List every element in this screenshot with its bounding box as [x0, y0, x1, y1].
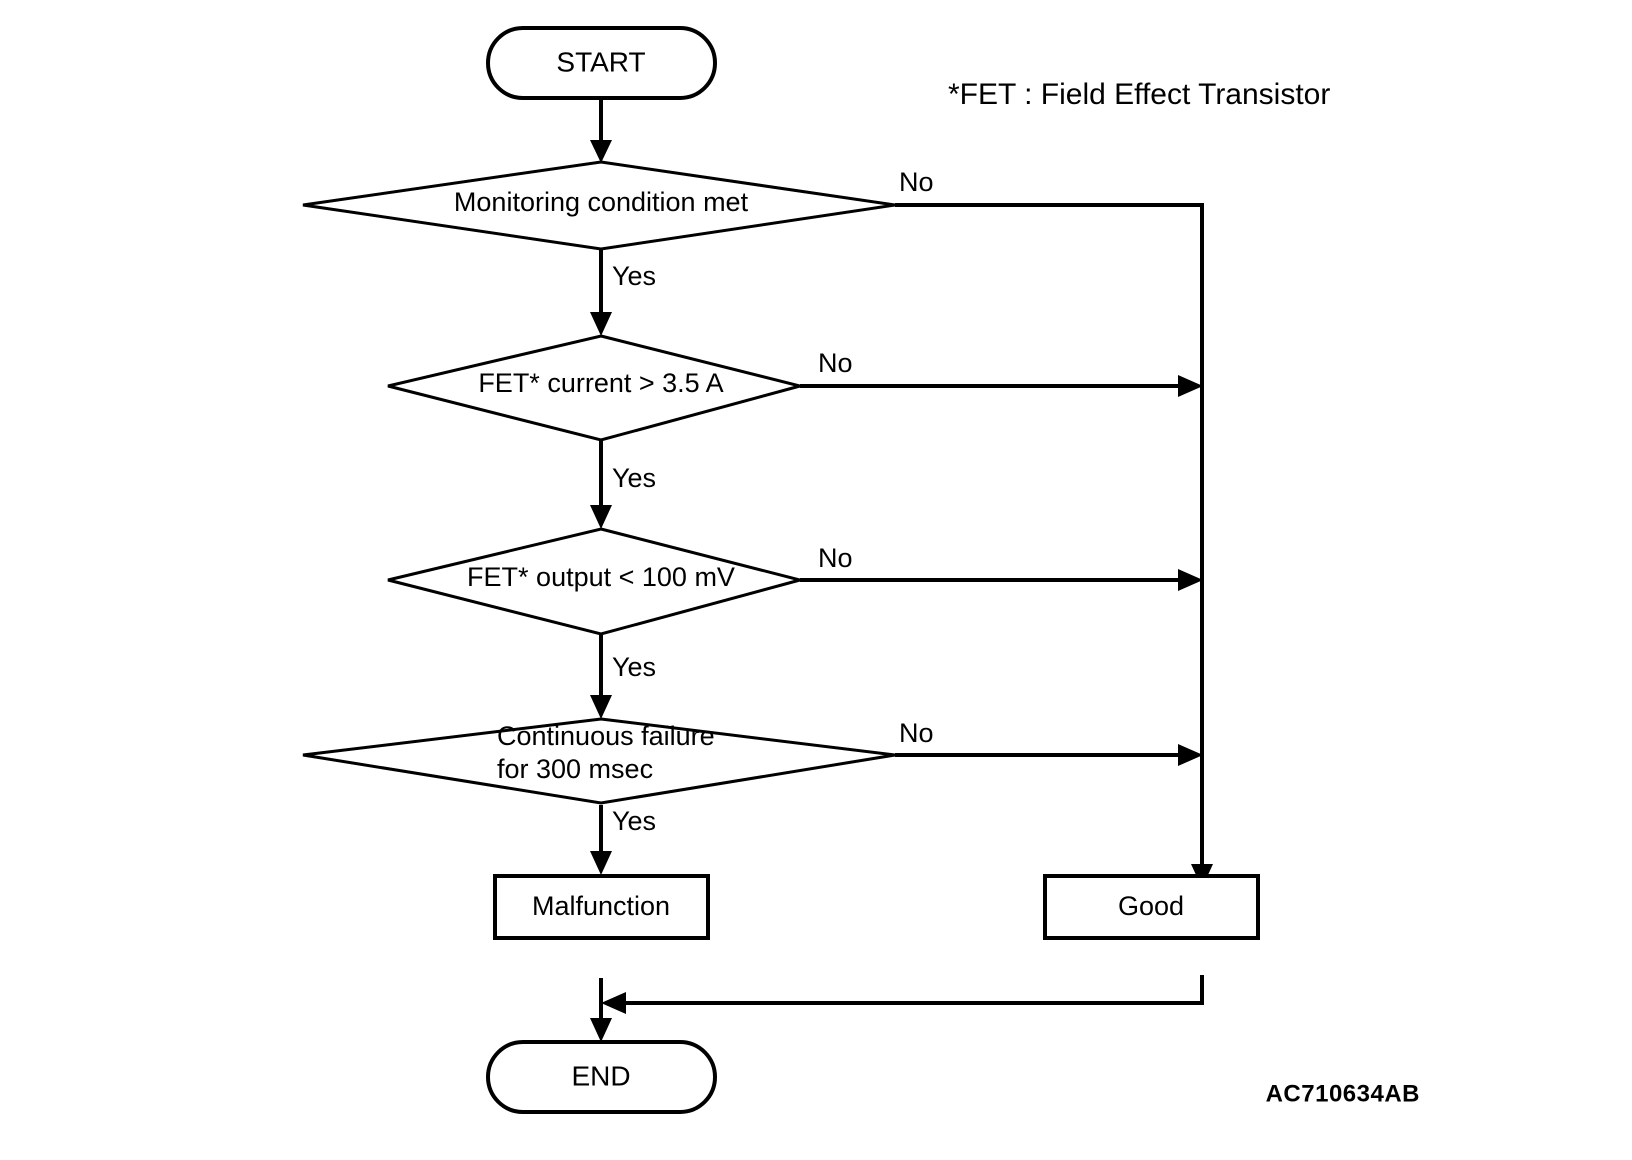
node-decision3-label: FET* output < 100 mV [467, 562, 735, 592]
node-decision4-label-line2: for 300 msec [497, 754, 653, 784]
edge-decision3-no-to-trunk [800, 569, 1203, 591]
edge-good-to-end-trunk [601, 975, 1204, 1014]
edge-decision2-no-to-trunk [800, 375, 1203, 397]
node-decision-monitoring-condition[interactable]: Monitoring condition met [302, 160, 896, 251]
node-malfunction-label: Malfunction [532, 891, 670, 921]
edge-decision1-no-to-good [895, 203, 1213, 888]
node-decision1-label: Monitoring condition met [454, 187, 749, 217]
edge-decision4-no-to-trunk [895, 744, 1203, 766]
node-decision4-label-line1: Continuous failure [497, 721, 715, 751]
node-decision-continuous-failure[interactable]: Continuous failure for 300 msec [302, 717, 896, 805]
edge-label-no-4: No [899, 718, 934, 748]
edge-label-yes-3: Yes [612, 652, 656, 682]
node-good-label: Good [1118, 891, 1184, 921]
figure-code-label: AC710634AB [1266, 1080, 1420, 1107]
node-end-label: END [571, 1060, 630, 1091]
node-decision2-label: FET* current > 3.5 A [478, 368, 723, 398]
edge-label-yes-2: Yes [612, 463, 656, 493]
node-decision-fet-current[interactable]: FET* current > 3.5 A [387, 334, 806, 442]
edge-label-yes-4: Yes [612, 806, 656, 836]
node-start-label: START [556, 46, 645, 77]
edge-start-to-decision1 [590, 98, 612, 163]
node-end[interactable]: END [486, 1040, 717, 1114]
node-good[interactable]: Good [1043, 874, 1260, 940]
node-malfunction[interactable]: Malfunction [493, 874, 710, 940]
edge-label-no-3: No [818, 543, 853, 573]
edge-decision2-yes-to-decision3 [590, 441, 612, 529]
legend-fet-note: *FET : Field Effect Transistor [948, 78, 1330, 111]
edge-decision4-yes-to-malfunction [590, 805, 612, 875]
node-start[interactable]: START [486, 26, 717, 100]
edge-decision1-yes-to-decision2 [590, 250, 612, 336]
edge-label-no-1: No [899, 167, 934, 197]
edge-label-yes-1: Yes [612, 261, 656, 291]
node-decision-fet-output[interactable]: FET* output < 100 mV [387, 527, 806, 636]
edge-decision3-yes-to-decision4 [590, 634, 612, 719]
edge-label-no-2: No [818, 348, 853, 378]
edge-malfunction-to-end [590, 978, 612, 1042]
